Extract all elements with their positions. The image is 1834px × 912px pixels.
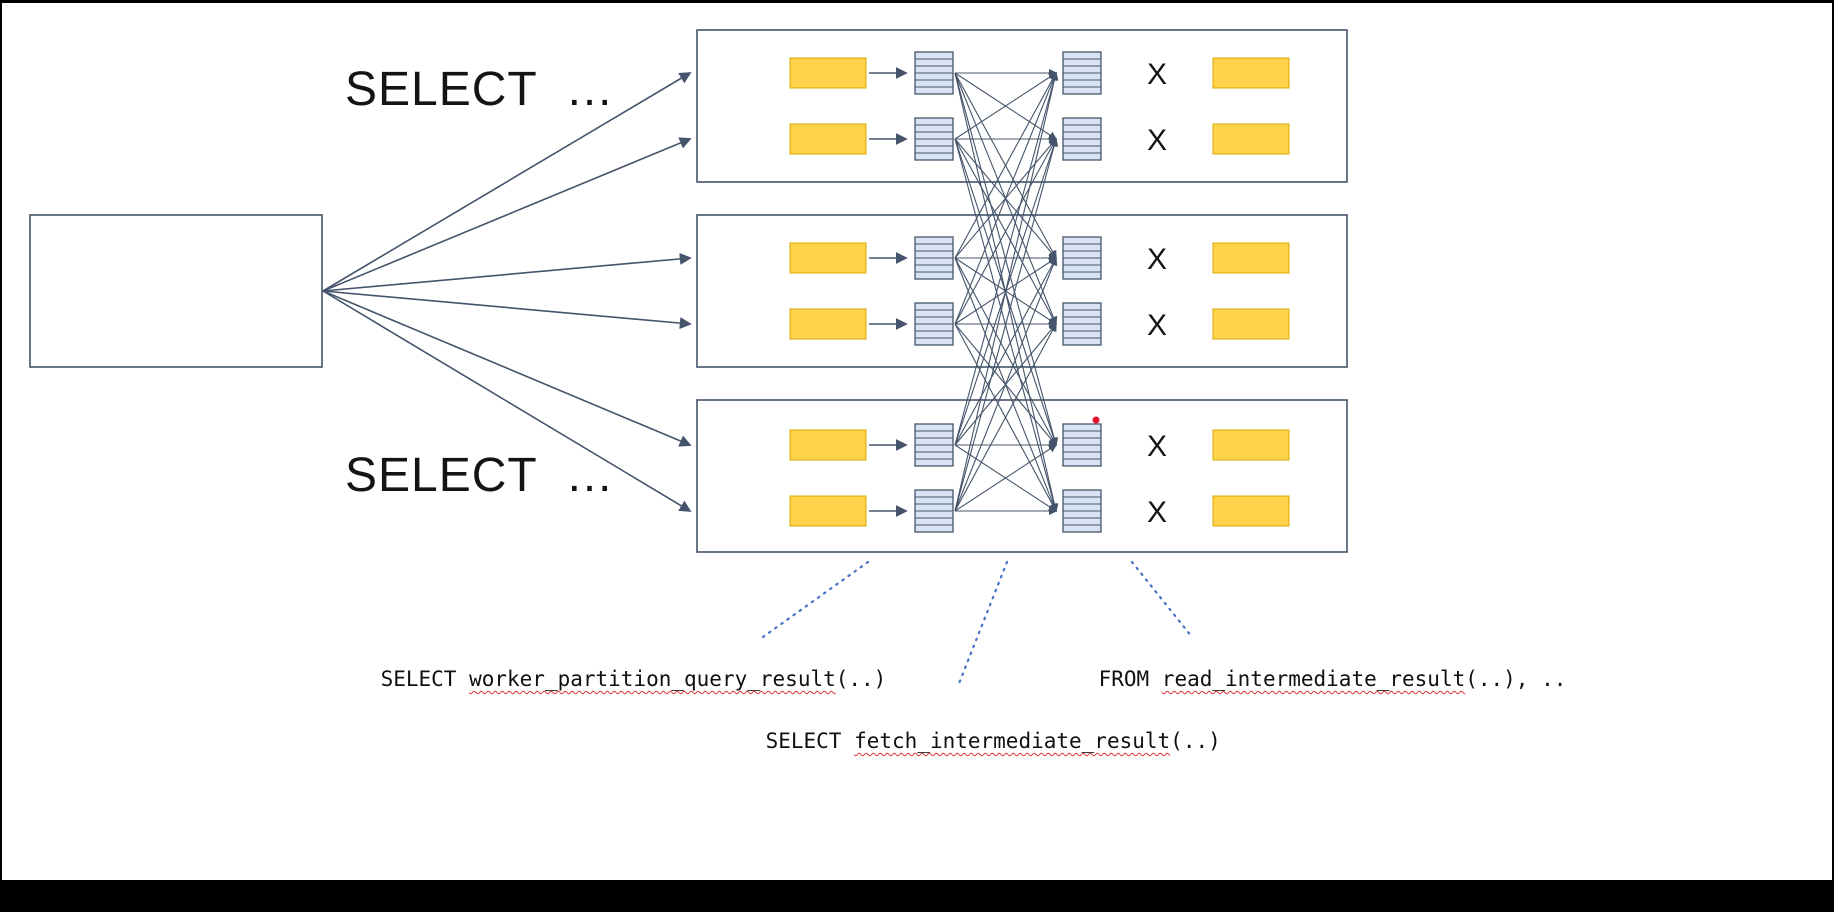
shard-node — [789, 429, 867, 461]
partitioned-result-icon — [914, 236, 954, 280]
annotation-prefix: FROM — [1098, 667, 1162, 691]
shuffle-arrow — [954, 71, 1058, 325]
annotation-function-name: worker_partition_query_result — [469, 667, 836, 691]
coordinator-box — [29, 214, 323, 368]
partitioned-result-icon — [914, 489, 954, 533]
discard-marker: X — [1147, 124, 1167, 157]
worker-box-outline — [696, 29, 1348, 183]
shard-node — [789, 57, 867, 89]
partitioned-result-icon — [914, 51, 954, 95]
query-fanout-arrow — [322, 252, 692, 292]
annotation-function-name: read_intermediate_result — [1161, 667, 1466, 691]
shard-node — [789, 308, 867, 340]
annotation-prefix: SELECT — [765, 729, 855, 753]
result-node — [1212, 242, 1290, 274]
shuffle-arrow — [954, 137, 1057, 325]
annotation-fetch-intermediate: SELECT fetch_intermediate_result(..) — [715, 705, 1221, 777]
query-fanout-arrow — [322, 290, 692, 330]
discard-marker: X — [1147, 309, 1167, 342]
partitioned-result-icon — [914, 423, 954, 467]
result-node — [1212, 123, 1290, 155]
shuffle-arrow — [954, 256, 1058, 512]
shuffle-arrow — [954, 72, 1058, 140]
shuffle-arrow — [954, 71, 1059, 446]
query-fanout-arrow — [322, 137, 692, 292]
discard-marker: X — [1147, 430, 1167, 463]
leader-line-fetch — [956, 560, 1009, 688]
query-fanout-arrow — [322, 290, 692, 512]
red-dot — [1092, 416, 1100, 424]
annotation-read-intermediate: FROM read_intermediate_result(..), .. — [1048, 643, 1567, 715]
result-node — [1212, 429, 1290, 461]
shuffle-arrow — [954, 256, 1057, 446]
annotation-function-name: fetch_intermediate_result — [854, 729, 1171, 753]
annotation-suffix: (..), .. — [1465, 667, 1567, 691]
shuffle-arrow — [954, 444, 1058, 512]
partitioned-result-icon — [914, 117, 954, 161]
worker-box-outline — [696, 399, 1348, 553]
worker-box-3: X X — [696, 399, 1348, 553]
annotation-prefix: SELECT — [380, 667, 470, 691]
shuffle-arrow — [954, 137, 1059, 512]
leader-line-partition — [761, 560, 870, 639]
annotation-worker-partition: SELECT worker_partition_query_result(..) — [330, 643, 887, 715]
bottom-bar — [0, 880, 1834, 912]
result-node — [1212, 495, 1290, 527]
annotation-suffix: (..) — [835, 667, 887, 691]
fetched-result-icon — [1062, 423, 1102, 467]
fetched-result-icon — [1062, 489, 1102, 533]
shuffle-arrow — [954, 71, 1059, 512]
fetched-result-icon — [1062, 236, 1102, 280]
shard-node — [789, 242, 867, 274]
shuffle-arrow — [954, 71, 1057, 259]
fetched-result-icon — [1062, 302, 1102, 346]
result-node — [1212, 57, 1290, 89]
discard-marker: X — [1147, 58, 1167, 91]
query-fanout-arrow — [322, 290, 692, 447]
discard-marker: X — [1147, 243, 1167, 276]
shard-node — [789, 495, 867, 527]
shuffle-arrow — [954, 322, 1057, 512]
fetched-result-icon — [1062, 117, 1102, 161]
shard-node — [789, 123, 867, 155]
annotation-suffix: (..) — [1170, 729, 1221, 753]
fetched-result-icon — [1062, 51, 1102, 95]
fan-arrows — [322, 72, 692, 512]
discard-marker: X — [1147, 496, 1167, 529]
leader-line-read — [1130, 560, 1194, 639]
query-fanout-arrow — [322, 72, 692, 292]
result-node — [1212, 308, 1290, 340]
worker-box-1: X X — [696, 29, 1348, 183]
partitioned-result-icon — [914, 302, 954, 346]
shuffle-mesh — [954, 68, 1059, 516]
select-query-label-bottom: SELECT … — [345, 449, 615, 502]
select-query-label-top: SELECT … — [345, 63, 615, 116]
